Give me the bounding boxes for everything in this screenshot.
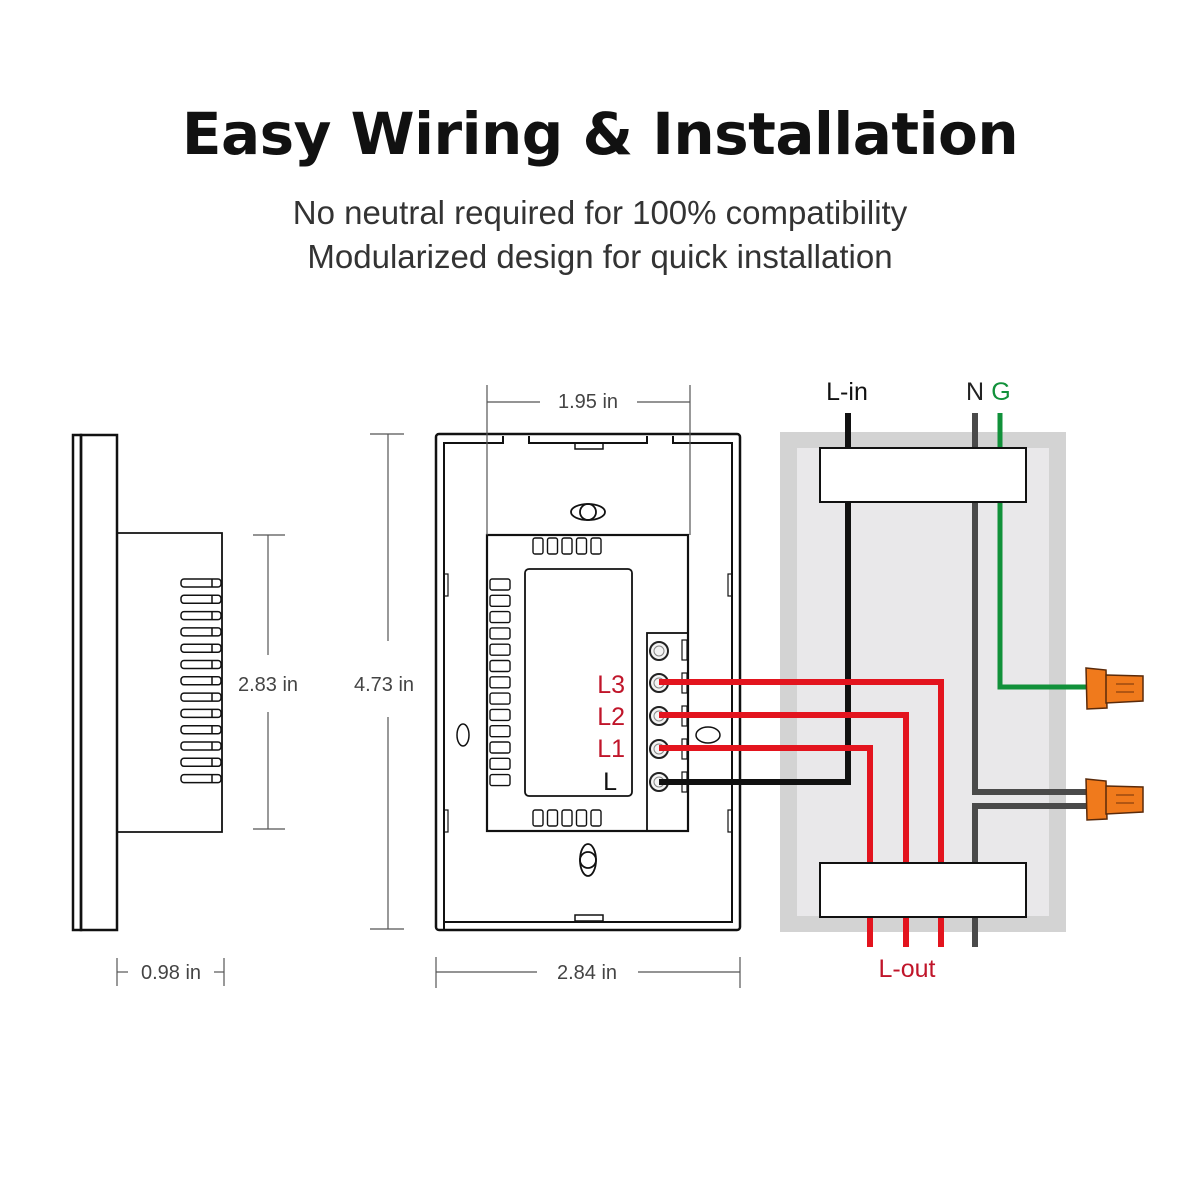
left-clip-bottom [443,809,449,833]
l3-wire [659,679,944,947]
terminal-label-l: L [603,768,617,796]
module-side-pin [489,757,511,770]
module-center-window [524,568,633,797]
plate-height-dimension [370,433,404,930]
module-side-pin [489,578,511,591]
module-side-pin [489,692,511,705]
top-tab [574,442,604,450]
module-side-pin [489,773,511,787]
terminal-screws [649,639,688,793]
module-top-pin [532,537,544,555]
terminal-labels: L3 L2 L1 L [597,671,625,796]
side-pin [180,724,222,735]
module-top-pin [575,537,588,555]
module-side-pin [489,741,511,754]
top-mounting-slot-icon [570,503,606,521]
side-depth-label: 0.98 in [141,962,201,984]
neutral-wire-nut-icon [1085,778,1144,821]
module-side-pin [489,708,511,722]
module-side-pin [489,676,511,689]
side-view [71,433,223,932]
side-pin [180,659,222,670]
subtitle-line-2: Modularized design for quick installatio… [307,238,893,275]
right-clip-top [727,573,733,597]
side-module-pins [180,578,222,784]
top-cable-clamp [819,447,1027,503]
ground-wire-nut-icon [1085,667,1144,710]
subtitle-line-1: No neutral required for 100% compatibili… [292,194,908,231]
module-bottom-pin [561,809,573,827]
side-pin [180,578,222,588]
side-height-dimension [253,534,285,830]
module-top-pin [546,537,559,555]
module-top-pin [590,537,602,555]
side-pin [180,676,222,686]
side-pin [180,610,222,621]
neutral-label: N [966,378,984,406]
plate-width-label: 2.84 in [557,962,617,984]
module-side-pin [489,643,511,656]
side-pin [180,643,222,653]
terminal-label-l2: L2 [597,703,625,731]
module-side-pin [489,659,511,673]
line-in-label: L-in [826,378,868,406]
module-side-pin [489,725,511,738]
side-pin [180,692,222,702]
page-title: Easy Wiring & Installation [181,100,1019,168]
side-height-label: 2.83 in [238,674,298,696]
bottom-mounting-slot-icon [579,843,597,877]
side-depth-dimension [116,958,225,986]
bottom-cable-clamp [819,862,1027,918]
neutral-wire-in [972,413,1090,795]
plate-height-label: 4.73 in [354,674,414,696]
module-width-dimension [486,385,691,535]
right-clip-bottom [727,809,733,833]
module-bottom-pin [532,809,544,827]
ground-label: G [991,378,1010,406]
module-side-pin [489,610,511,624]
module-side-pin [489,627,511,640]
line-in-wire [659,413,851,785]
line-out-label: L-out [879,955,936,983]
module-bottom-pin [546,809,559,827]
side-plate-body [79,433,119,932]
module-bottom-pin [575,809,588,827]
side-pin [180,741,222,751]
module-side-pin [489,594,511,607]
module-bottom-pin [590,809,602,827]
module-top-pin [561,537,573,555]
side-pin [180,773,222,784]
plate-width-dimension [435,957,741,988]
side-module-body [117,532,223,833]
terminal-block [646,632,689,832]
terminal-screw-icon [649,641,669,661]
side-pin [180,708,222,719]
terminal-screw-inner [653,645,665,657]
module-pins [489,537,602,827]
terminal-notch [681,639,688,661]
side-pin [180,594,222,605]
terminal-label-l3: L3 [597,671,625,699]
terminal-label-l1: L1 [597,735,625,763]
left-clip-top [443,573,449,597]
right-side-slot [695,726,721,744]
bottom-tab [574,914,604,922]
left-side-slot [456,723,470,747]
side-pin [180,757,222,768]
side-pin [180,627,222,637]
ground-wire [997,413,1090,690]
module-width-label: 1.95 in [558,391,618,413]
